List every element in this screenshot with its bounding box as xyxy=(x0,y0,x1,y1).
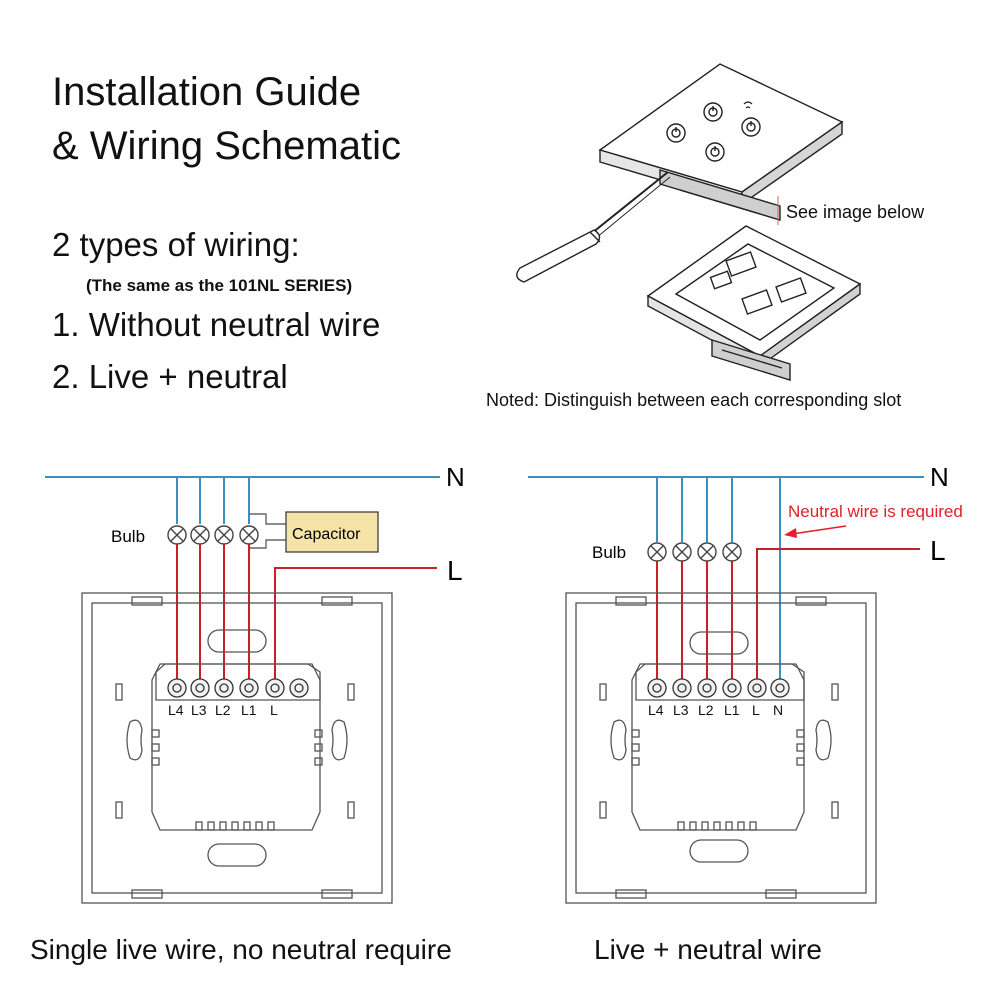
live-label: L xyxy=(447,555,463,586)
capacitor-label: Capacitor xyxy=(292,526,361,543)
right-diagram-caption: Live + neutral wire xyxy=(594,934,823,965)
wiring-types-heading: 2 types of wiring: xyxy=(52,226,300,263)
live-wire xyxy=(274,567,437,684)
wiring-option-2: 2. Live + neutral xyxy=(52,358,288,395)
slot-note: Noted: Distinguish between each correspo… xyxy=(486,390,902,410)
terminal-label: L3 xyxy=(191,702,207,718)
terminal-screw-icon xyxy=(770,678,790,698)
terminal-screw-icon xyxy=(239,678,259,698)
see-image-below-label: See image below xyxy=(786,202,925,222)
terminal-screw-icon xyxy=(265,678,285,698)
switch-base-plate-illustration xyxy=(646,225,862,381)
terminal-screw-icon xyxy=(647,678,667,698)
touch-button-icon xyxy=(666,123,686,143)
bulb-label: Bulb xyxy=(592,543,626,562)
left-wiring-diagram: N L Capacitor Bulb xyxy=(45,462,465,904)
callout-arrow-icon xyxy=(784,525,847,538)
terminal-label: L4 xyxy=(168,702,184,718)
live-label: L xyxy=(930,535,946,566)
terminal-screw-icon xyxy=(747,678,767,698)
terminal-label: L1 xyxy=(724,702,740,718)
series-note: (The same as the 101NL SERIES) xyxy=(86,276,353,295)
bulb-icon xyxy=(239,525,259,545)
terminal-screw-icon xyxy=(697,678,717,698)
terminal-screw-icon xyxy=(214,678,234,698)
bulb-icon xyxy=(722,542,742,562)
bulb-icon xyxy=(214,525,234,545)
terminal-label: L4 xyxy=(648,702,664,718)
switch-panel-illustration xyxy=(598,63,844,225)
terminal-screw-icon xyxy=(190,678,210,698)
neutral-label: N xyxy=(930,462,949,492)
terminal-label: L xyxy=(752,702,760,718)
right-base-plate xyxy=(565,592,877,904)
bulb-icon xyxy=(672,542,692,562)
terminal-label: L xyxy=(270,702,278,718)
wiring-option-1: 1. Without neutral wire xyxy=(52,306,381,343)
right-wiring-diagram: N L Neutral wire is required Bulb xyxy=(528,462,963,904)
terminal-label: N xyxy=(773,702,783,718)
terminal-label: L2 xyxy=(698,702,714,718)
terminal-label: L3 xyxy=(673,702,689,718)
terminal-screw-icon xyxy=(289,678,309,698)
bulb-icon xyxy=(167,525,187,545)
title-line-1: Installation Guide xyxy=(52,70,362,114)
title-line-2: & Wiring Schematic xyxy=(52,124,401,168)
terminal-screw-icon xyxy=(672,678,692,698)
bulb-icon xyxy=(647,542,667,562)
bulb-icon xyxy=(190,525,210,545)
live-wire xyxy=(756,548,920,684)
left-diagram-caption: Single live wire, no neutral require xyxy=(30,934,452,965)
neutral-required-callout: Neutral wire is required xyxy=(788,502,963,521)
terminal-screw-icon xyxy=(167,678,187,698)
touch-button-icon xyxy=(703,102,723,122)
left-base-plate xyxy=(81,592,393,904)
touch-button-icon xyxy=(741,117,761,137)
terminal-screw-icon xyxy=(722,678,742,698)
touch-button-icon xyxy=(705,142,725,162)
neutral-label: N xyxy=(446,462,465,492)
screwdriver-icon xyxy=(516,171,671,283)
bulb-label: Bulb xyxy=(111,527,145,546)
bulb-icon xyxy=(697,542,717,562)
terminal-label: L2 xyxy=(215,702,231,718)
terminal-label: L1 xyxy=(241,702,257,718)
capacitor-box xyxy=(285,511,379,553)
